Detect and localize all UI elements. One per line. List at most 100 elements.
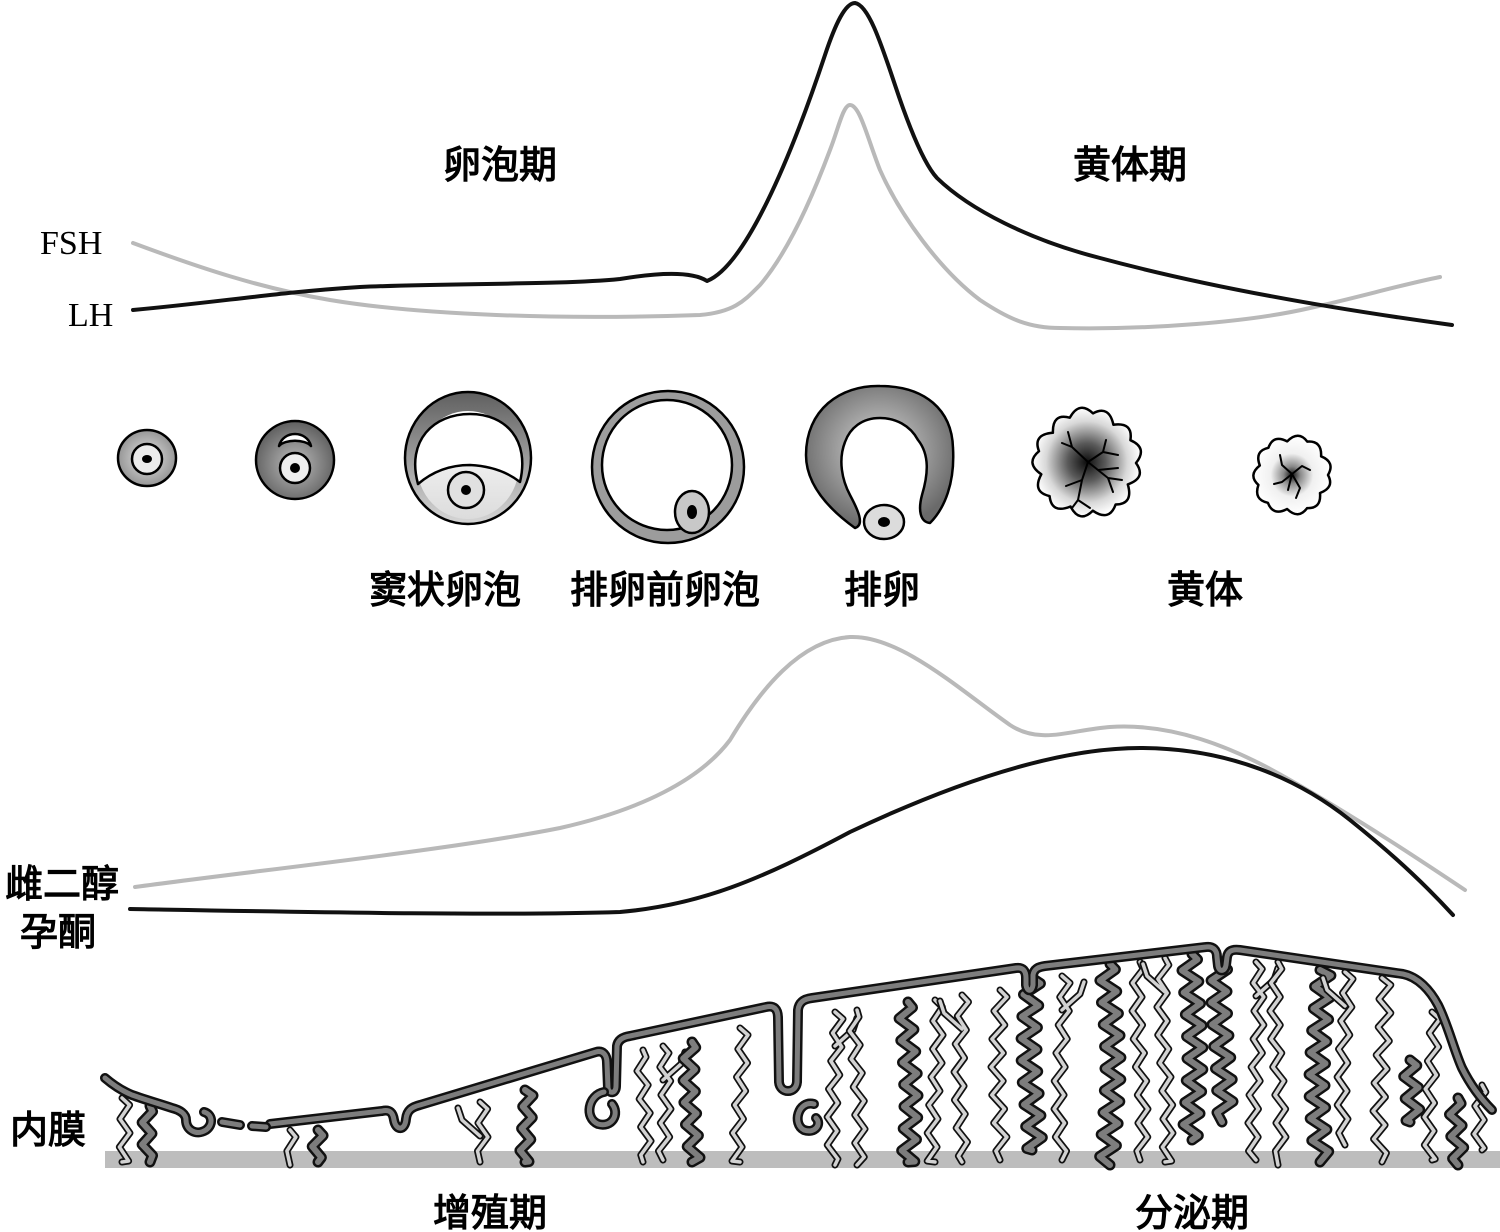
preovulatory-follicle-label: 排卵前卵泡 <box>570 567 760 612</box>
gland-core <box>117 1096 132 1164</box>
gland-core <box>896 999 921 1165</box>
fsh-label: FSH <box>40 225 102 262</box>
surface-core <box>102 1075 214 1135</box>
gland-tortuous <box>136 1100 158 1168</box>
gland-vessel <box>1319 968 1357 1149</box>
gland-core <box>847 1008 867 1167</box>
follicle-sequence: 窦状卵泡 排卵前卵泡 排卵 黄体 <box>116 384 1332 612</box>
estradiol-curve <box>133 634 1467 892</box>
gonadotropin-panel: 卵泡期 黄体期 FSH LH <box>40 1 1454 334</box>
fsh-curve <box>131 103 1442 331</box>
ovulation-label: 排卵 <box>844 567 920 612</box>
gland-core <box>1446 1095 1467 1168</box>
lh-curve <box>131 1 1454 327</box>
gland-vessel <box>936 991 972 1166</box>
gland-tortuous <box>306 1124 329 1168</box>
gland-core <box>139 1103 156 1165</box>
gland-core <box>1179 951 1206 1143</box>
gland-core <box>730 1026 750 1164</box>
gland-core <box>635 1048 653 1164</box>
gland-core <box>680 1039 703 1165</box>
preovulatory-nucleus <box>687 505 697 519</box>
corpus-luteum-vessels <box>1061 431 1123 509</box>
gland-vessel <box>1050 972 1088 1164</box>
gland-tortuous <box>1205 958 1239 1128</box>
gland-vessel <box>987 986 1011 1164</box>
preovulatory-follicle <box>590 389 746 545</box>
gland-vessel <box>1128 958 1152 1164</box>
gland-core <box>1306 967 1334 1165</box>
gland-tortuous <box>677 1036 706 1168</box>
gland-core <box>1130 960 1150 1162</box>
gland-vessel <box>728 1024 752 1166</box>
endometrial-surface <box>100 941 1497 1138</box>
corpus-luteum-label: 黄体 <box>1167 567 1243 612</box>
primary-crescent <box>277 432 313 448</box>
gland-vessel <box>1139 954 1177 1166</box>
antral-nucleus <box>461 485 471 495</box>
gland-core <box>925 998 945 1164</box>
gland-core <box>1141 956 1175 1164</box>
surface-core <box>249 1123 269 1130</box>
lh-label: LH <box>68 297 113 334</box>
surface-core <box>587 1089 618 1128</box>
gland-core <box>1472 1083 1488 1152</box>
antral-antrum <box>413 412 524 486</box>
primary-nucleus <box>290 463 300 473</box>
gland-core <box>1018 975 1046 1153</box>
antral-follicle-label: 窦状卵泡 <box>369 567 521 612</box>
antral-follicle <box>403 390 533 526</box>
surface-core <box>219 1119 243 1128</box>
gland-core <box>1321 970 1355 1147</box>
gland-vessel <box>115 1094 134 1166</box>
gland-core <box>1096 961 1124 1168</box>
gland-vessel <box>1266 958 1290 1169</box>
gland-core <box>989 988 1009 1162</box>
gland-tortuous <box>1303 964 1337 1168</box>
gland-tortuous <box>1015 972 1048 1156</box>
gland-vessel <box>923 996 947 1166</box>
preovulatory-antrum <box>600 398 734 532</box>
endometrium-label: 内膜 <box>10 1107 86 1152</box>
gland-core <box>1268 960 1288 1167</box>
gland-core <box>456 1100 490 1164</box>
gland-core <box>516 1087 536 1165</box>
gland-vessel <box>1369 974 1395 1166</box>
ovulating-follicle <box>804 384 955 541</box>
gland-core <box>285 1128 298 1167</box>
gland-tortuous <box>1444 1092 1470 1171</box>
follicular-phase-label: 卵泡期 <box>443 142 557 187</box>
gland-tortuous <box>514 1084 539 1168</box>
progesterone-label: 孕酮 <box>20 909 96 954</box>
gland-core <box>1422 1010 1442 1162</box>
gland-vessel <box>454 1098 492 1166</box>
gland-tortuous <box>1398 1054 1426 1128</box>
gland-tortuous <box>1094 958 1127 1171</box>
proliferative-phase-label: 增殖期 <box>433 1190 547 1232</box>
secretory-phase-label: 分泌期 <box>1135 1190 1249 1232</box>
gland-core <box>938 993 971 1164</box>
gland-core <box>1371 976 1393 1164</box>
surface-core <box>795 1101 821 1134</box>
estradiol-label: 雌二醇 <box>5 861 119 906</box>
gland-vessel <box>1420 1008 1444 1164</box>
endometrial-glands <box>115 948 1490 1171</box>
surface-core <box>267 944 1495 1131</box>
primordial-nucleus <box>142 455 152 463</box>
regressing-corpus-luteum-vessels <box>1273 454 1311 499</box>
gland-core <box>309 1127 327 1165</box>
endometrium: 内膜 增殖期 分泌期 <box>10 941 1500 1232</box>
corpus-luteum <box>1031 406 1143 518</box>
luteal-phase-label: 黄体期 <box>1073 142 1187 187</box>
primary-follicle <box>254 419 336 501</box>
primordial-follicle <box>116 428 178 488</box>
progesterone-curve <box>128 746 1455 917</box>
gland-vessel <box>633 1046 655 1166</box>
gland-vessel <box>845 1006 869 1169</box>
regressing-corpus-luteum <box>1252 434 1332 516</box>
steroid-panel: 雌二醇 孕酮 <box>5 634 1467 954</box>
gland-tortuous <box>1176 948 1209 1146</box>
gland-core <box>1208 961 1236 1125</box>
gland-vessel <box>283 1126 300 1169</box>
